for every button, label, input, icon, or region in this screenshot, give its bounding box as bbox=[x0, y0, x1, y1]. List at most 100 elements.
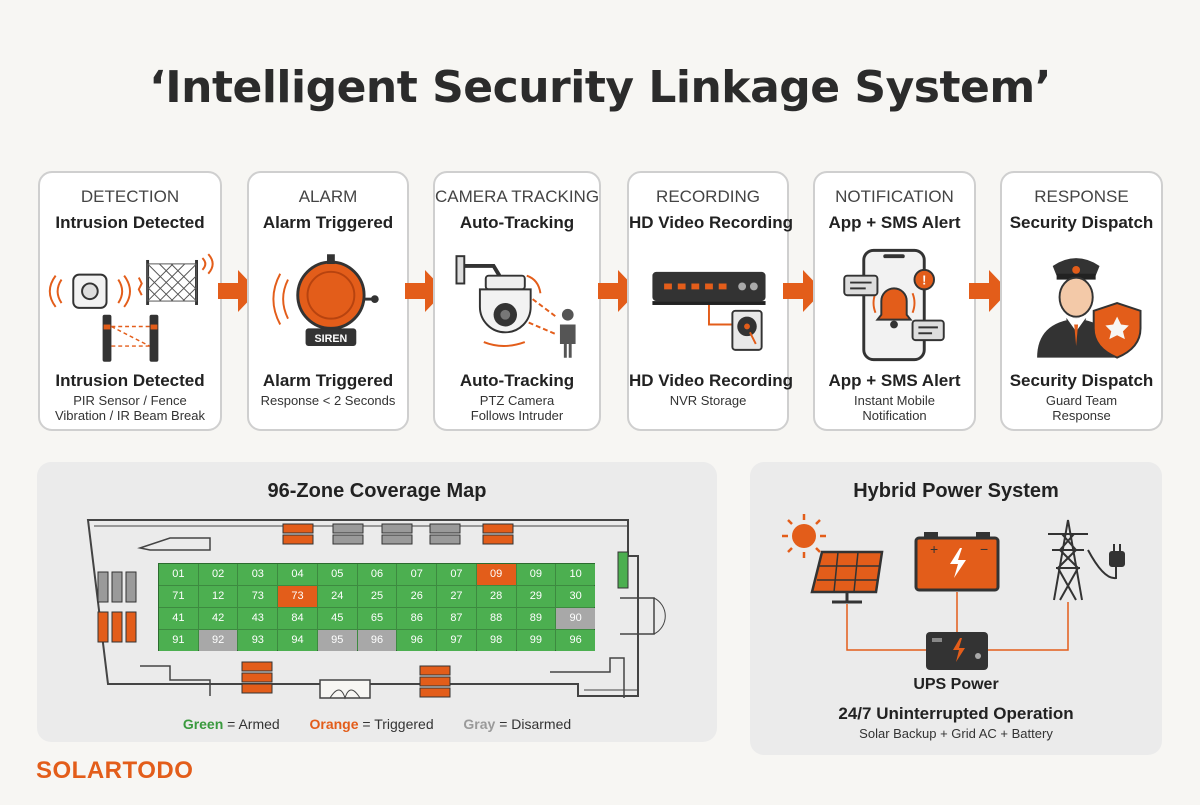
zone-cell-armed: 94 bbox=[278, 630, 317, 651]
hard-drive-icon bbox=[731, 309, 763, 351]
zone-cell-armed: 96 bbox=[556, 630, 595, 651]
zone-cell-armed: 03 bbox=[238, 564, 278, 585]
stage-label: NOTIFICATION bbox=[835, 187, 954, 206]
stage-card-alarm: ALARM Alarm Triggered SIREN Alarm Trigge… bbox=[247, 171, 409, 431]
zone-cell-armed: 99 bbox=[516, 630, 556, 651]
stage-card-detection: DETECTION Intrusion Detected bbox=[38, 171, 222, 431]
zone-cell-disarmed: 92 bbox=[198, 630, 238, 651]
legend-disarmed-word: Gray bbox=[463, 716, 496, 732]
zone-cell-armed: 07 bbox=[437, 564, 476, 585]
zone-cell-armed: 87 bbox=[437, 608, 476, 629]
smartphone-icon: ! bbox=[843, 248, 945, 362]
zone-cell-armed: 25 bbox=[357, 586, 397, 607]
svg-text:+: + bbox=[930, 541, 938, 557]
zone-cell-armed: 98 bbox=[476, 630, 516, 651]
storage-racks-gray bbox=[97, 523, 461, 603]
zone-cell-armed: 91 bbox=[159, 630, 198, 651]
zone-cell-armed: 65 bbox=[357, 608, 397, 629]
zone-cell-armed: 84 bbox=[278, 608, 317, 629]
power-flow-lines bbox=[846, 592, 1069, 651]
ir-beam-icon bbox=[102, 314, 159, 362]
zone-cell-armed: 42 bbox=[198, 608, 238, 629]
zone-cell-armed: 12 bbox=[198, 586, 238, 607]
stage-card-response: RESPONSE Security Dispatch Security Disp… bbox=[1000, 171, 1163, 431]
intruder-icon bbox=[559, 308, 576, 358]
operation-description: Solar Backup + Grid AC + Battery bbox=[859, 726, 1053, 741]
flow-arrow-icon bbox=[969, 270, 1009, 312]
svg-text:−: − bbox=[980, 541, 988, 557]
operation-label: 24/7 Uninterrupted Operation bbox=[838, 704, 1074, 723]
storage-racks bbox=[97, 523, 514, 698]
stage-description: NVR Storage bbox=[669, 393, 747, 408]
zone-cell-armed: 86 bbox=[397, 608, 437, 629]
ptz-camera-icon bbox=[455, 255, 576, 358]
solar-panel-icon bbox=[782, 514, 884, 604]
ups-icon bbox=[926, 632, 988, 670]
battery-icon: + − bbox=[914, 532, 1000, 592]
zone-cell-armed: 26 bbox=[397, 586, 437, 607]
legend-triggered-word: Orange bbox=[309, 716, 359, 732]
stage-card-camera-tracking: CAMERA TRACKING Auto-Tracking Auto-Track… bbox=[433, 171, 601, 431]
zone-cell-armed: 09 bbox=[516, 564, 556, 585]
zone-cell-disarmed: 96 bbox=[357, 630, 397, 651]
zone-cell-armed: 96 bbox=[397, 630, 437, 651]
stage-heading: Alarm Triggered bbox=[262, 213, 394, 232]
zone-cell-armed: 06 bbox=[357, 564, 397, 585]
zone-cell-triggered: 09 bbox=[476, 564, 516, 585]
shield-icon bbox=[1092, 301, 1142, 359]
facility-floor-plan bbox=[86, 519, 666, 700]
stage-heading: Auto-Tracking bbox=[459, 213, 575, 232]
zone-cell-armed: 93 bbox=[238, 630, 278, 651]
stage-label: RECORDING bbox=[656, 187, 760, 206]
stage-label: RESPONSE bbox=[1034, 187, 1129, 206]
stage-card-recording: RECORDING HD Video Recording HD Video Re… bbox=[627, 171, 794, 431]
zone-cell-armed: 41 bbox=[159, 608, 198, 629]
siren-label: SIREN bbox=[315, 333, 348, 345]
zone-cell-armed: 45 bbox=[317, 608, 357, 629]
stage-heading: App + SMS Alert bbox=[828, 213, 961, 232]
stage-description: Response < 2 Seconds bbox=[260, 393, 396, 408]
bell-icon bbox=[872, 287, 916, 329]
zone-cell-disarmed: 90 bbox=[556, 608, 595, 629]
zone-cell-triggered: 73 bbox=[278, 586, 317, 607]
zone-cell-armed: 01 bbox=[159, 564, 198, 585]
ups-power-label: UPS Power bbox=[913, 676, 999, 693]
power-panel bbox=[750, 462, 1162, 755]
stage-heading: Intrusion Detected bbox=[55, 213, 205, 232]
power-title: Hybrid Power System bbox=[853, 480, 1059, 502]
siren-bell-icon: SIREN bbox=[272, 254, 379, 346]
page-title: ‘Intelligent Security Linkage System’ bbox=[149, 62, 1051, 113]
zone-cell-armed: 02 bbox=[198, 564, 238, 585]
power-tower-icon bbox=[1048, 519, 1125, 601]
legend-armed-text: = Armed bbox=[223, 716, 280, 732]
power-diagram: + − bbox=[782, 514, 1125, 670]
guard-icon bbox=[1037, 258, 1142, 359]
legend-triggered-text: = Triggered bbox=[358, 716, 434, 732]
stage-name: HD Video Recording bbox=[629, 371, 794, 390]
zone-cell-armed: 24 bbox=[317, 586, 357, 607]
zone-cell-armed: 30 bbox=[556, 586, 595, 607]
zone-cell-armed: 04 bbox=[278, 564, 317, 585]
detection-sensors-icon bbox=[48, 253, 214, 362]
stage-name: Intrusion Detected bbox=[55, 371, 205, 390]
svg-text:!: ! bbox=[922, 273, 926, 287]
stage-label: ALARM bbox=[298, 187, 358, 206]
zone-cell-armed: 05 bbox=[317, 564, 357, 585]
nvr-icon bbox=[652, 271, 766, 351]
legend-disarmed-text: = Disarmed bbox=[495, 716, 572, 732]
stage-card-notification: NOTIFICATION App + SMS Alert ! App + SMS… bbox=[813, 171, 976, 431]
pir-sensor-icon bbox=[48, 273, 131, 309]
brand-logo: SOLARTODO bbox=[36, 757, 194, 784]
zone-cell-armed: 27 bbox=[437, 586, 476, 607]
zone-cell-armed: 89 bbox=[516, 608, 556, 629]
zone-cell-armed: 28 bbox=[476, 586, 516, 607]
zone-cell-armed: 43 bbox=[238, 608, 278, 629]
legend-armed-word: Green bbox=[182, 716, 224, 732]
fence-icon bbox=[137, 253, 214, 305]
stage-heading: Security Dispatch bbox=[1009, 213, 1154, 232]
stage-name: App + SMS Alert bbox=[828, 371, 961, 390]
